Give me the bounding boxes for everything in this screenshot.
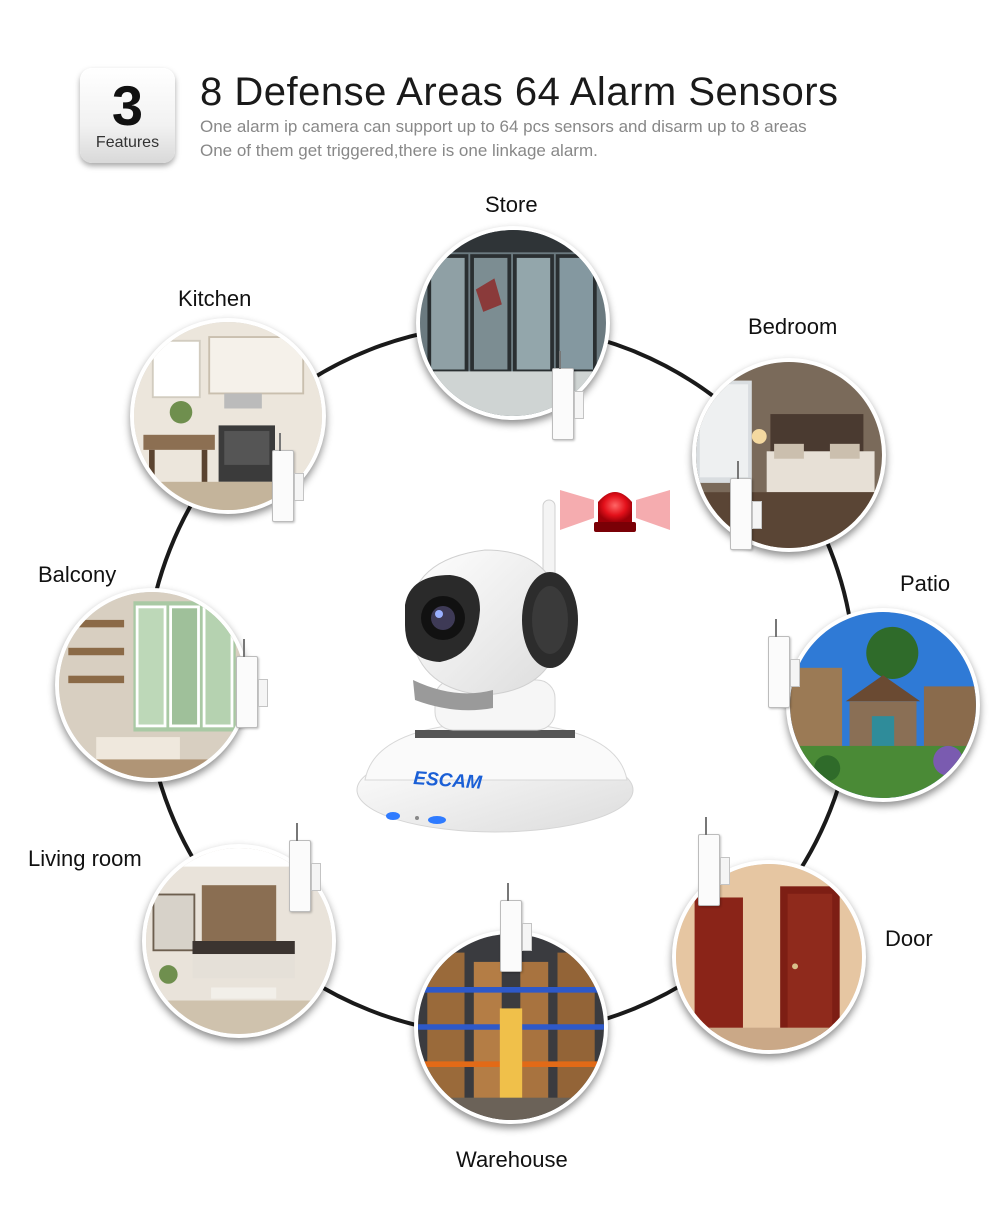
photo-store	[416, 226, 610, 420]
door-sensor-icon	[768, 619, 800, 708]
label-bedroom: Bedroom	[748, 314, 838, 339]
subtitle-line-1: One alarm ip camera can support up to 64…	[200, 117, 807, 136]
door-sensor-icon	[236, 639, 268, 728]
label-warehouse: Warehouse	[456, 1147, 568, 1172]
door-sensor-icon	[730, 461, 762, 550]
features-badge: 3 Features	[80, 68, 175, 163]
door-sensor-icon	[272, 433, 304, 522]
camera-icon: ESCAM	[356, 499, 634, 833]
features-number: 3	[111, 74, 144, 137]
page-title: 8 Defense Areas 64 Alarm Sensors	[200, 70, 839, 114]
door-sensor-icon	[289, 823, 321, 912]
label-living-room: Living room	[28, 846, 142, 871]
photo-patio	[786, 608, 980, 802]
door-sensor-icon	[698, 817, 730, 906]
alarm-light-icon	[560, 490, 670, 532]
photo-bedroom	[692, 358, 886, 552]
label-door: Door	[885, 926, 933, 951]
label-kitchen: Kitchen	[178, 286, 252, 311]
door-sensor-icon	[500, 883, 532, 972]
features-label: Features	[95, 134, 160, 151]
label-store: Store	[485, 192, 538, 217]
camera-brand: ESCAM	[413, 768, 484, 794]
photo-balcony	[55, 588, 249, 782]
door-sensor-icon	[552, 351, 584, 440]
label-balcony: Balcony	[38, 562, 117, 587]
subtitle-line-2: One of them get triggered,there is one l…	[200, 141, 598, 160]
label-patio: Patio	[900, 571, 951, 596]
